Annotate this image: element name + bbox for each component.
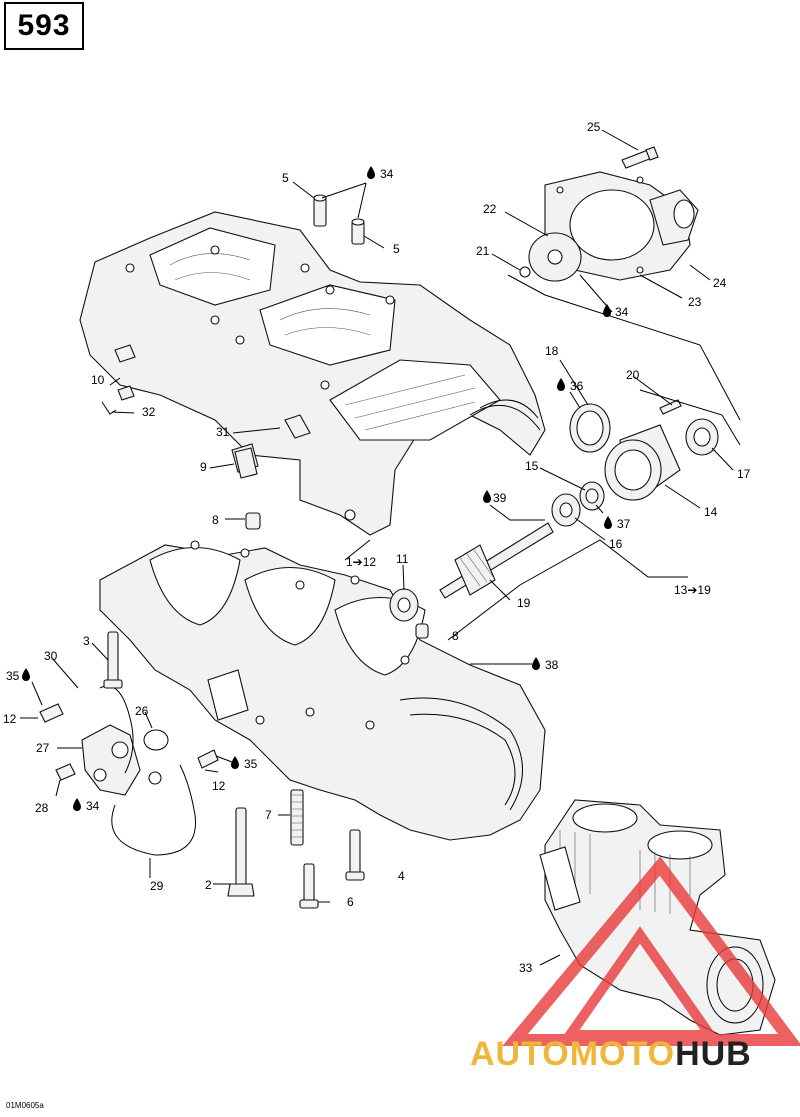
droplet-icon bbox=[22, 668, 30, 681]
plug-9[interactable] bbox=[234, 447, 258, 479]
droplet-icon bbox=[557, 378, 565, 391]
bearing-housing-14[interactable] bbox=[604, 424, 681, 501]
callout-5-right[interactable]: 5 bbox=[393, 242, 400, 256]
callout-9[interactable]: 9 bbox=[200, 460, 207, 474]
callout-27[interactable]: 27 bbox=[36, 741, 50, 755]
bearing-11[interactable] bbox=[389, 588, 419, 622]
droplet-icon bbox=[73, 798, 81, 811]
droplet-icon bbox=[231, 756, 239, 769]
callout-2[interactable]: 2 bbox=[205, 878, 212, 892]
callout-16[interactable]: 16 bbox=[609, 537, 623, 551]
callout-12-left[interactable]: 12 bbox=[3, 712, 17, 726]
callout-18[interactable]: 18 bbox=[545, 344, 559, 358]
callout-31[interactable]: 31 bbox=[216, 425, 230, 439]
callout-24[interactable]: 24 bbox=[713, 276, 727, 290]
callout-36[interactable]: 36 bbox=[570, 379, 584, 393]
callout-20[interactable]: 20 bbox=[626, 368, 640, 382]
callout-19[interactable]: 19 bbox=[517, 596, 531, 610]
bolt-25[interactable] bbox=[621, 146, 659, 169]
bolt-6[interactable] bbox=[299, 863, 319, 909]
brand-left: AUTOMOTO bbox=[470, 1034, 676, 1073]
stud-5-right[interactable] bbox=[351, 218, 365, 245]
callout-35-left[interactable]: 35 bbox=[6, 669, 20, 683]
stud-7[interactable] bbox=[290, 789, 304, 846]
callout-17[interactable]: 17 bbox=[737, 467, 751, 481]
droplet-icon bbox=[603, 304, 611, 317]
dowel-8-top[interactable] bbox=[245, 512, 261, 530]
callout-33[interactable]: 33 bbox=[519, 961, 533, 975]
page-number: 593 bbox=[17, 9, 71, 42]
dowel-8-lower[interactable] bbox=[415, 623, 429, 639]
oil-pump-27[interactable] bbox=[81, 724, 162, 796]
lubricant-droplet-icons bbox=[22, 166, 612, 811]
callout-25[interactable]: 25 bbox=[587, 120, 601, 134]
callout-21[interactable]: 21 bbox=[476, 244, 490, 258]
pin-20[interactable] bbox=[659, 399, 682, 415]
callout-22[interactable]: 22 bbox=[483, 202, 497, 216]
callout-10[interactable]: 10 bbox=[91, 373, 105, 387]
bolt-3[interactable] bbox=[103, 631, 123, 689]
fitting-12-mid[interactable] bbox=[197, 749, 219, 769]
engine-assembly-33[interactable] bbox=[539, 799, 776, 1036]
callout-26[interactable]: 26 bbox=[135, 704, 149, 718]
drive-shaft-19[interactable] bbox=[439, 522, 554, 599]
seal-18[interactable] bbox=[569, 403, 611, 453]
ring-15[interactable] bbox=[579, 481, 605, 511]
bearing-16[interactable] bbox=[551, 493, 581, 527]
bolt-4[interactable] bbox=[345, 829, 365, 881]
callout-5-left[interactable]: 5 bbox=[282, 171, 289, 185]
callout-39[interactable]: 39 bbox=[493, 491, 507, 505]
callout-8-lower[interactable]: 8 bbox=[452, 629, 459, 643]
page-number-box: 593 bbox=[4, 2, 84, 50]
callout-13-19[interactable]: 13➔19 bbox=[674, 583, 711, 597]
upper-crankcase[interactable] bbox=[79, 211, 546, 536]
callout-30[interactable]: 30 bbox=[44, 649, 58, 663]
callout-4[interactable]: 4 bbox=[398, 869, 405, 883]
callout-12-mid[interactable]: 12 bbox=[212, 779, 226, 793]
fitting-12-left[interactable] bbox=[39, 703, 64, 723]
callout-7[interactable]: 7 bbox=[265, 808, 272, 822]
water-pump-housing[interactable] bbox=[544, 171, 699, 281]
droplet-icon bbox=[367, 166, 375, 179]
lower-crankcase[interactable] bbox=[99, 540, 546, 841]
callout-11[interactable]: 11 bbox=[396, 552, 409, 566]
callout-37[interactable]: 37 bbox=[617, 517, 631, 531]
callout-35-mid[interactable]: 35 bbox=[244, 757, 258, 771]
droplet-icon bbox=[483, 490, 491, 503]
o-ring-21[interactable] bbox=[519, 266, 531, 278]
bolt-28[interactable] bbox=[55, 763, 76, 781]
callout-23[interactable]: 23 bbox=[688, 295, 702, 309]
callout-14[interactable]: 14 bbox=[704, 505, 718, 519]
callout-28[interactable]: 28 bbox=[35, 801, 49, 815]
brand-right: HUB bbox=[675, 1034, 752, 1073]
clip-32[interactable] bbox=[101, 401, 117, 415]
callout-6[interactable]: 6 bbox=[347, 895, 354, 909]
stud-5-left[interactable] bbox=[313, 194, 327, 227]
seal-17[interactable] bbox=[685, 418, 719, 456]
callout-34-top[interactable]: 34 bbox=[380, 167, 394, 181]
callout-15[interactable]: 15 bbox=[525, 459, 539, 473]
bolt-2[interactable] bbox=[227, 807, 255, 897]
o-ring-26[interactable] bbox=[143, 729, 169, 751]
hose-29[interactable] bbox=[111, 764, 196, 856]
callout-3[interactable]: 3 bbox=[83, 634, 90, 648]
callout-38[interactable]: 38 bbox=[545, 658, 559, 672]
callout-34-pump[interactable]: 34 bbox=[615, 305, 629, 319]
droplet-icon bbox=[604, 516, 612, 529]
droplet-icon bbox=[532, 657, 540, 670]
callout-labels: 25 5 34 5 22 21 24 23 34 18 36 20 10 32 … bbox=[3, 120, 751, 975]
drawing-code: 01M0605a bbox=[6, 1101, 44, 1110]
watermark-logo-mark bbox=[502, 856, 800, 1046]
callout-1-12[interactable]: 1➔12 bbox=[346, 555, 376, 569]
callout-32[interactable]: 32 bbox=[142, 405, 156, 419]
leader-lines bbox=[20, 129, 741, 966]
callout-8-top[interactable]: 8 bbox=[212, 513, 219, 527]
water-pump-impeller[interactable] bbox=[528, 232, 582, 282]
callout-29[interactable]: 29 bbox=[150, 879, 164, 893]
callout-34-low[interactable]: 34 bbox=[86, 799, 100, 813]
